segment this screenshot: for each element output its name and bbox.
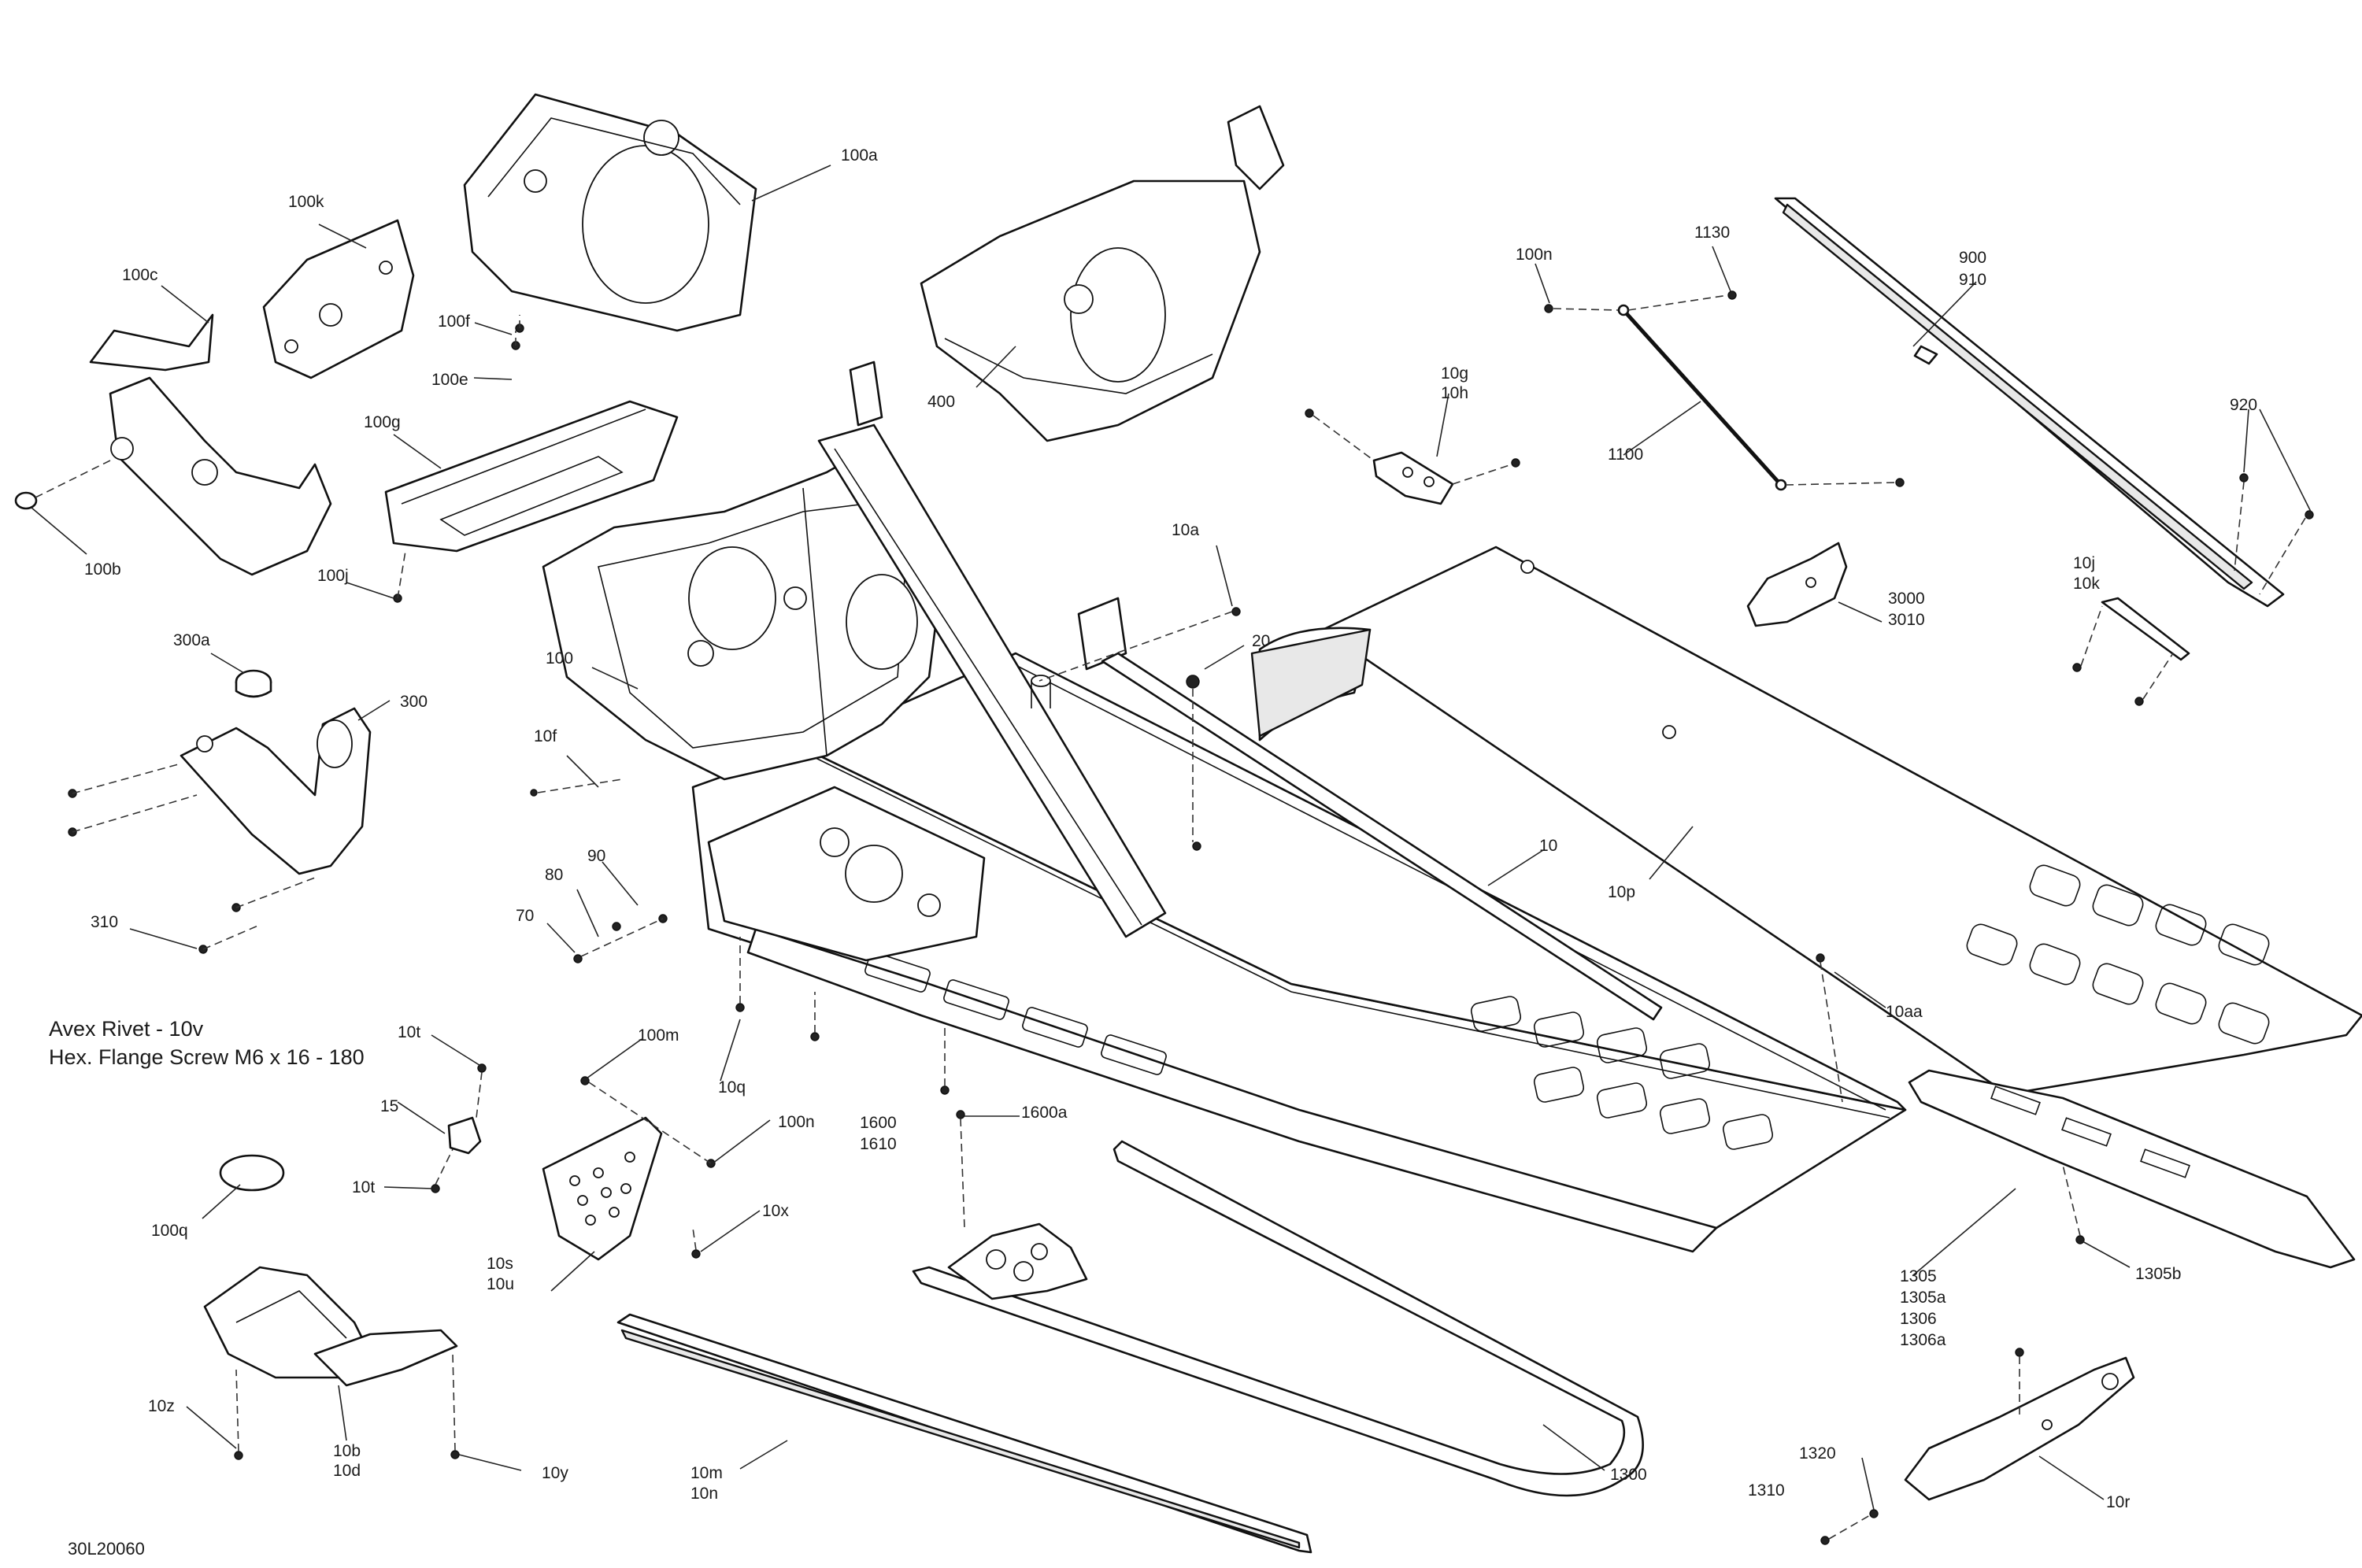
callout-100e: 100e [431, 371, 468, 389]
callout-70: 70 [516, 907, 534, 925]
callout-910: 910 [1959, 271, 1986, 289]
bracket-10b [203, 1266, 458, 1387]
bracket-10g [1372, 451, 1454, 505]
callout-90: 90 [587, 847, 605, 865]
callout-100g: 100g [364, 413, 401, 431]
callout-300: 300 [400, 693, 428, 711]
strip-10j [2101, 597, 2190, 661]
callout-100q: 100q [151, 1222, 188, 1240]
callout-1600: 1600 [860, 1114, 897, 1132]
callout-10g: 10g [1441, 364, 1468, 383]
callout-100b: 100b [84, 560, 121, 579]
bulkhead-400 [920, 105, 1285, 442]
callout-1130: 1130 [1694, 224, 1730, 242]
cap-300a [235, 669, 272, 698]
plug-100q [219, 1154, 285, 1192]
callout-1305: 1305 [1900, 1267, 1937, 1285]
callout-10b: 10b [333, 1442, 361, 1460]
panel-slots [1966, 864, 2270, 1045]
bracket-1600 [947, 1222, 1088, 1300]
callout-100m: 100m [638, 1026, 679, 1045]
callout-10k: 10k [2073, 575, 2100, 593]
callout-100c: 100c [122, 266, 158, 284]
callout-80: 80 [545, 866, 563, 884]
callout-10x: 10x [762, 1202, 789, 1220]
callout-10p: 10p [1608, 883, 1635, 901]
callout-10t-top: 10t [398, 1023, 420, 1041]
bracket-15 [447, 1116, 482, 1155]
callout-10q: 10q [718, 1078, 746, 1096]
callout-15: 15 [380, 1097, 398, 1115]
rail-900 [1774, 197, 2285, 608]
callout-1610: 1610 [860, 1135, 897, 1153]
chassis-frame-10 [542, 361, 1907, 1253]
callout-10f: 10f [534, 727, 557, 745]
callout-3000: 3000 [1888, 590, 1925, 608]
callout-10r: 10r [2106, 1493, 2130, 1511]
callout-10t-bot: 10t [352, 1178, 375, 1196]
callout-10aa: 10aa [1886, 1003, 1923, 1021]
callout-1300: 1300 [1610, 1466, 1647, 1484]
callout-900: 900 [1959, 249, 1986, 267]
callout-100j: 100j [317, 567, 349, 585]
callout-920: 920 [2230, 396, 2257, 414]
callout-1600a: 1600a [1021, 1104, 1068, 1122]
callout-10n: 10n [690, 1485, 718, 1503]
callout-1306: 1306 [1900, 1310, 1937, 1328]
skid-plate-holes [569, 1152, 635, 1226]
note-rivet: Avex Rivet - 10v [49, 1017, 204, 1041]
callout-100n-top: 100n [1516, 246, 1553, 264]
tunnel-panel-10p [1250, 545, 2362, 1096]
callout-10j: 10j [2073, 554, 2095, 572]
callout-310: 310 [91, 913, 118, 931]
bracket-100c [89, 313, 332, 576]
bracket-3000 [1746, 542, 1848, 627]
cover-100k [262, 219, 415, 379]
callout-300a: 300a [173, 631, 210, 649]
assembly-lines [35, 294, 2306, 1540]
callout-10z: 10z [148, 1397, 175, 1415]
callout-100n-mid: 100n [778, 1113, 815, 1131]
callout-1305b: 1305b [2135, 1265, 2181, 1283]
callout-1100: 1100 [1608, 446, 1643, 464]
bracket-10r [1904, 1356, 2135, 1501]
plate-100g [384, 400, 679, 553]
callout-1310: 1310 [1748, 1481, 1785, 1500]
brace-1305 [1908, 1069, 2356, 1269]
callout-1305a: 1305a [1900, 1289, 1946, 1307]
callout-labels: 100a 100k 100c 100f 100e 100g 100b 100j … [84, 146, 2257, 1511]
callout-10s: 10s [487, 1255, 513, 1273]
note-screw: Hex. Flange Screw M6 x 16 - 180 [49, 1045, 365, 1069]
callout-20: 20 [1252, 632, 1270, 650]
bulkhead-100a [463, 93, 757, 332]
callout-100a: 100a [841, 146, 878, 165]
callout-1306a: 1306a [1900, 1331, 1946, 1349]
callout-100k: 100k [288, 193, 324, 211]
leader-lines [31, 165, 2312, 1511]
callout-10: 10 [1539, 837, 1557, 855]
grommet-100b [14, 491, 38, 510]
callout-100f: 100f [438, 312, 470, 331]
rail-1300 [912, 1140, 1644, 1497]
callout-10d: 10d [333, 1462, 361, 1480]
notes: Avex Rivet - 10v Hex. Flange Screw M6 x … [49, 1017, 365, 1559]
callout-10y: 10y [542, 1464, 568, 1482]
callout-10a: 10a [1172, 521, 1199, 539]
rail-10m [616, 1313, 1312, 1554]
callout-10h: 10h [1441, 384, 1468, 402]
support-300 [180, 707, 372, 875]
callout-400: 400 [927, 393, 955, 411]
chassis-cutouts [864, 952, 1774, 1150]
callout-10u: 10u [487, 1275, 514, 1293]
callout-10m: 10m [690, 1464, 723, 1482]
callout-1320: 1320 [1799, 1444, 1836, 1463]
rod-1100 [1617, 304, 1787, 491]
callout-3010: 3010 [1888, 611, 1925, 629]
callout-100: 100 [546, 649, 573, 668]
diagram-code: 30L20060 [68, 1539, 145, 1559]
skid-plate-10s [542, 1116, 663, 1261]
